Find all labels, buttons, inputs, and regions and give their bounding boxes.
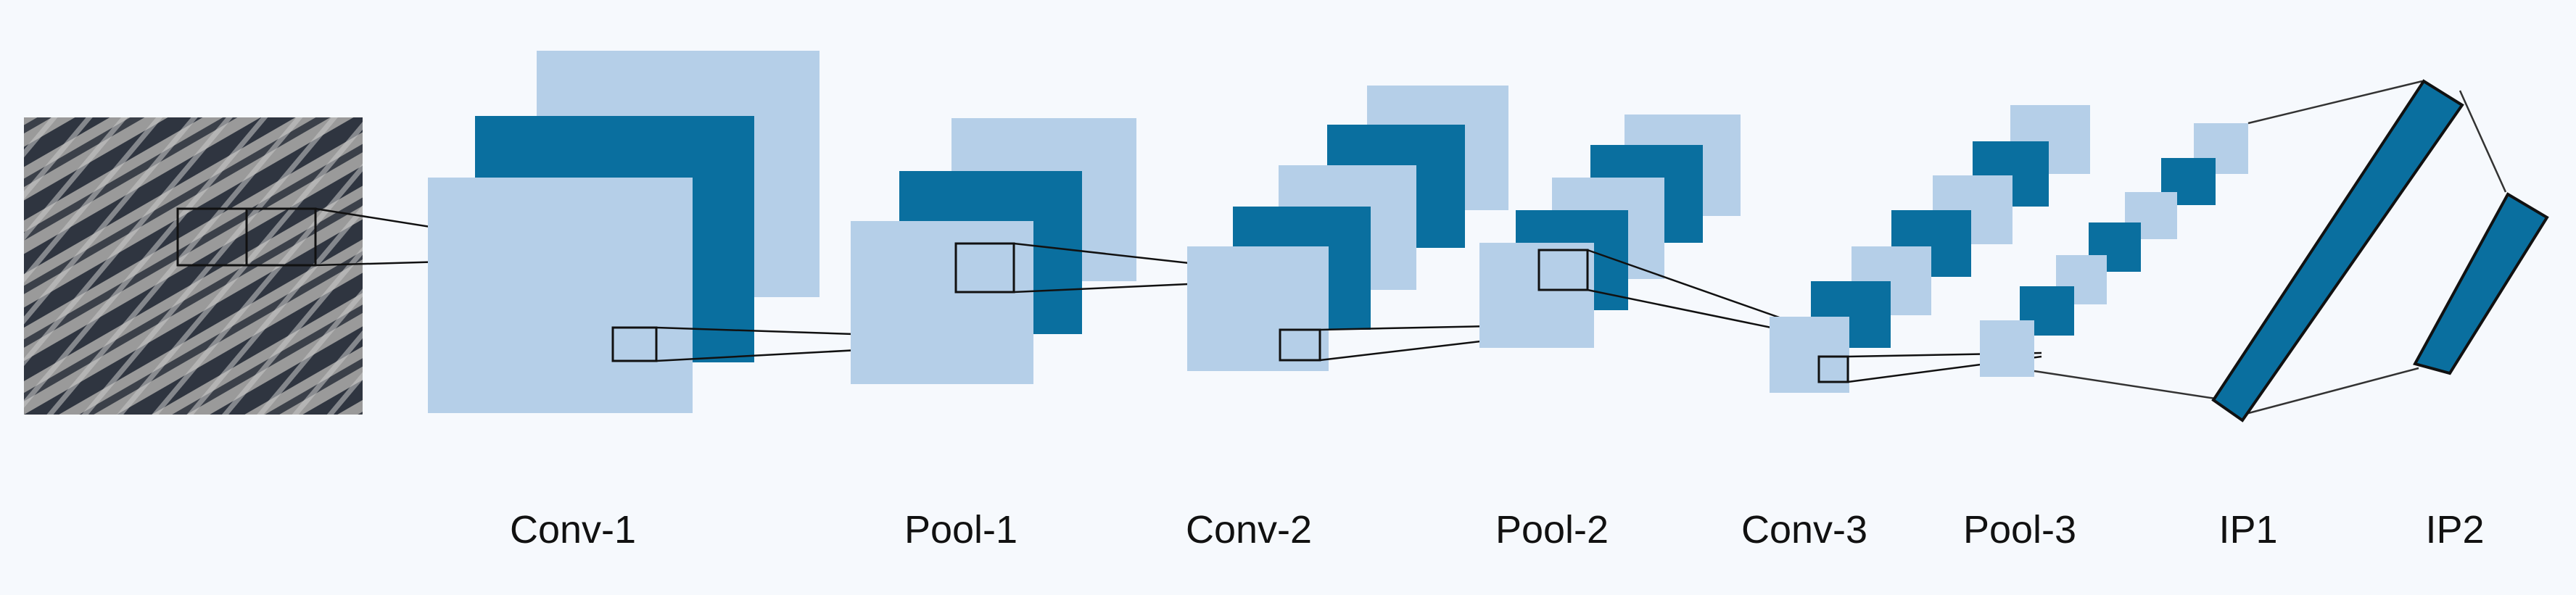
fully-connected-links bbox=[2034, 80, 2507, 416]
layer-label-conv3: Conv-3 bbox=[1741, 508, 1868, 552]
layer-label-ip2: IP2 bbox=[2425, 508, 2485, 552]
layer-label-pool2: Pool-2 bbox=[1495, 508, 1609, 552]
ip2-fully-connected-layer bbox=[2413, 192, 2549, 375]
pool1-feature-maps bbox=[851, 118, 1300, 384]
pool3-feature-maps bbox=[1980, 123, 2248, 377]
layer-label-conv2: Conv-2 bbox=[1185, 508, 1313, 552]
layer-label-pool1: Pool-1 bbox=[904, 508, 1018, 552]
ip1-fully-connected-layer bbox=[2211, 79, 2464, 423]
layer-label-pool3: Pool-3 bbox=[1962, 508, 2077, 552]
pool2-feature-maps bbox=[1479, 115, 1836, 348]
conv2-feature-maps bbox=[1187, 86, 1593, 371]
input-image bbox=[24, 117, 601, 415]
layer-label-ip1: IP1 bbox=[2218, 508, 2278, 552]
conv3-feature-maps bbox=[1770, 105, 2090, 393]
layer-label-conv1: Conv-1 bbox=[509, 508, 637, 552]
